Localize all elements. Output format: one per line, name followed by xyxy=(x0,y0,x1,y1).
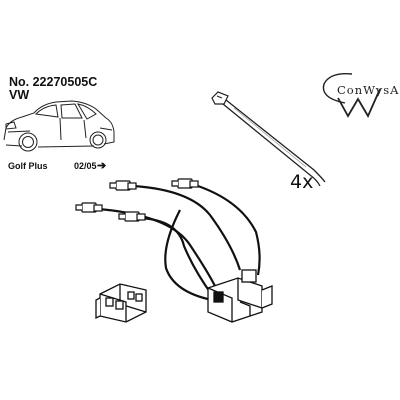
vehicle-brand: VW xyxy=(9,88,30,102)
company-logo-icon: ConWysAG xyxy=(322,73,400,118)
terminal-3-icon xyxy=(75,202,103,213)
vehicle-model: Golf Plus xyxy=(8,161,48,171)
terminal-1-icon xyxy=(109,180,137,191)
cable-tie-quantity: 4x xyxy=(290,171,314,193)
car-illustration-icon xyxy=(3,100,115,152)
terminal-2-icon xyxy=(171,178,199,189)
main-connector-icon xyxy=(207,269,273,323)
logo-text: ConWysAG xyxy=(337,83,400,97)
connector-plug-icon xyxy=(95,283,147,323)
terminal-connectors xyxy=(75,178,199,222)
vehicle-year: 02/05 xyxy=(74,161,97,171)
arrow-right-icon: ➔ xyxy=(97,160,107,172)
wiring-harness-icon xyxy=(97,183,261,302)
terminal-4-icon xyxy=(118,211,146,222)
product-number: No. 22270505C xyxy=(9,75,98,89)
cable-tie-icon xyxy=(211,91,326,187)
